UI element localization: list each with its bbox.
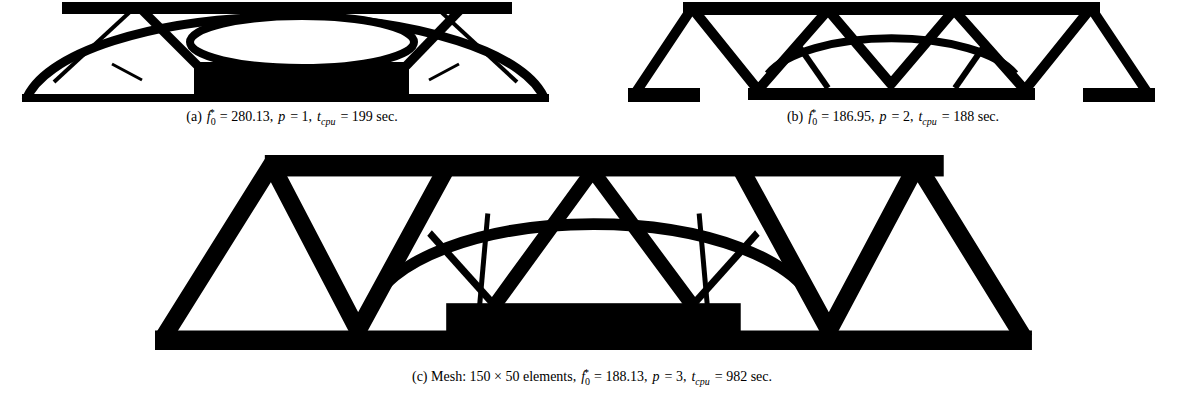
caption-part: (c) Mesh: 150 × 50 elements,: [412, 368, 576, 386]
caption-part: *: [811, 104, 816, 122]
caption-part: (a): [186, 108, 202, 126]
caption-part: t: [918, 108, 922, 126]
caption-part: cpu: [695, 373, 709, 391]
caption-part: *: [584, 364, 589, 382]
caption-part: cpu: [321, 113, 335, 131]
figure-caption: (c) Mesh: 150 × 50 elements,f0*= 188.13,…: [412, 368, 772, 387]
figure-caption: (b)f0*= 186.95,p= 2,tcpu= 188 sec.: [787, 108, 999, 127]
caption-part: = 280.13,: [220, 108, 273, 126]
caption-part: cpu: [922, 113, 936, 131]
caption-part: t: [317, 108, 321, 126]
caption-part: = 199 sec.: [340, 108, 397, 126]
caption-part: *: [210, 104, 215, 122]
caption-part: = 1,: [290, 108, 312, 126]
caption-part: = 188 sec.: [942, 108, 999, 126]
caption-part: = 982 sec.: [715, 368, 772, 386]
caption-part: (b): [787, 108, 803, 126]
structure-b: [628, 2, 1155, 102]
caption-part: p: [652, 368, 659, 386]
figure-caption: (a)f0*= 280.13,p= 1,tcpu= 199 sec.: [186, 108, 397, 127]
caption-part: = 188.13,: [594, 368, 647, 386]
structure-c: [155, 155, 1032, 350]
structure-a: [22, 2, 549, 102]
caption-part: p: [278, 108, 285, 126]
caption-part: = 186.95,: [821, 108, 874, 126]
caption-part: t: [691, 368, 695, 386]
caption-part: = 3,: [664, 368, 686, 386]
caption-part: p: [880, 108, 887, 126]
caption-part: = 2,: [892, 108, 914, 126]
